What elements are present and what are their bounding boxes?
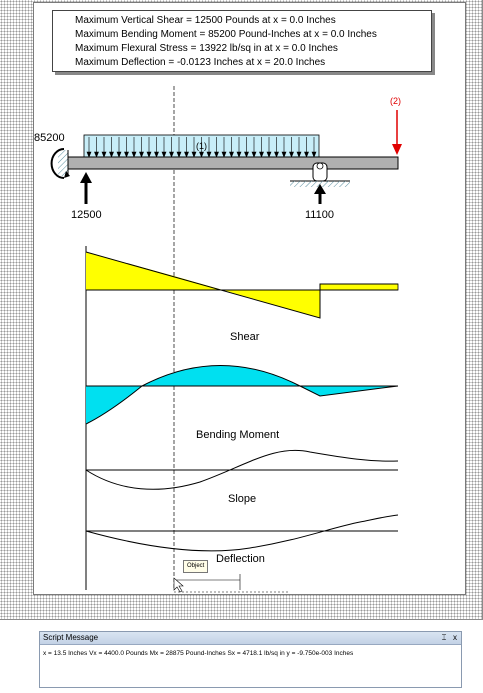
max-moment-text: Maximum Bending Moment = 85200 Pound-Inc… xyxy=(75,29,377,40)
left-reaction-label: 12500 xyxy=(71,209,102,221)
shear-diagram xyxy=(85,251,399,319)
slope-diagram xyxy=(85,449,399,490)
close-icon[interactable]: x xyxy=(453,633,457,642)
fixed-support-hatch xyxy=(58,150,68,176)
moment-title: Bending Moment xyxy=(196,429,279,441)
distributed-load[interactable] xyxy=(83,134,320,158)
max-deflection-text: Maximum Deflection = -0.0123 Inches at x… xyxy=(75,57,326,68)
script-message-panel: Script Message ⌶ x x = 13.5 Inches Vx = … xyxy=(39,631,462,688)
max-shear-text: Maximum Vertical Shear = 12500 Pounds at… xyxy=(75,15,336,26)
max-stress-text: Maximum Flexural Stress = 13922 lb/sq in… xyxy=(75,43,338,54)
moment-arc xyxy=(50,148,65,179)
beam[interactable] xyxy=(67,156,399,170)
moment-label: 85200 xyxy=(34,132,65,144)
point-load-label: (2) xyxy=(390,96,401,106)
panel-title: Script Message xyxy=(43,633,99,642)
crosshair-cursor xyxy=(173,574,290,593)
slope-title: Slope xyxy=(228,493,256,505)
panel-header: Script Message ⌶ x xyxy=(40,632,461,645)
deflection-title: Deflection xyxy=(216,553,265,565)
moment-diagram xyxy=(85,365,399,425)
results-box[interactable]: Maximum Vertical Shear = 12500 Pounds at… xyxy=(52,10,432,72)
left-reaction-arrowhead xyxy=(80,172,92,183)
script-message-text: x = 13.5 Inches Vx = 4400.0 Pounds Mx = … xyxy=(43,650,354,657)
right-reaction-label: 11100 xyxy=(305,209,334,221)
object-tooltip: Object xyxy=(183,560,209,573)
right-reaction-arrowhead xyxy=(314,184,326,194)
load-label: (1) xyxy=(196,141,207,151)
pin-icon[interactable]: ⌶ xyxy=(441,633,447,642)
shear-title: Shear xyxy=(230,331,260,343)
beam-diagram: (1) 85200 12500 11100 (2) Shear xyxy=(34,86,402,593)
point-load-arrowhead xyxy=(392,144,402,155)
moment-arrowhead xyxy=(64,171,70,178)
deflection-diagram xyxy=(85,514,399,552)
